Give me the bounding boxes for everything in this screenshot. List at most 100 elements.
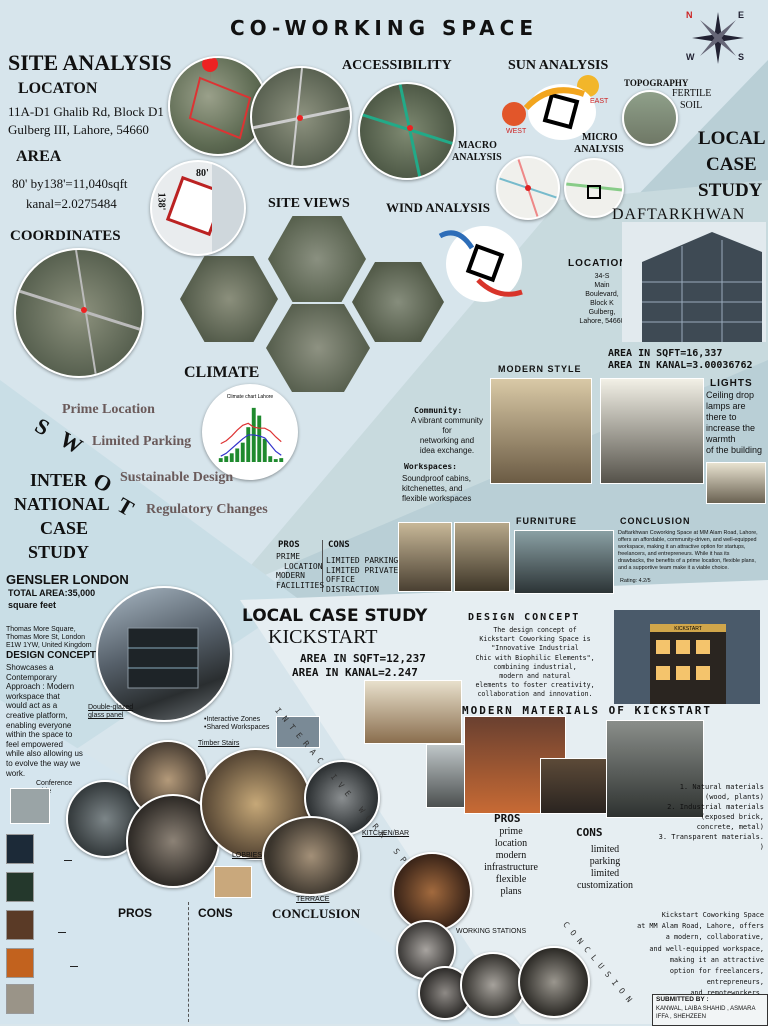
kick-building-photo: KICKSTART	[614, 610, 760, 704]
lights-line: warmth	[706, 434, 736, 444]
intl-pros-label: PROS	[118, 906, 153, 920]
concept-line: modern and natural	[499, 672, 571, 681]
local-heading-1: LOCAL	[698, 128, 766, 149]
palette-swatch-4	[6, 948, 34, 978]
macro-analysis-label: ANALYSIS	[452, 152, 502, 163]
site-dim-height: 138'	[155, 192, 167, 211]
climate-bar	[218, 458, 223, 462]
topography-photo	[622, 90, 678, 146]
daftar-rating: Rating: 4.2/5	[620, 578, 651, 584]
compass-s: S	[738, 52, 745, 62]
kick-interior-4	[540, 758, 608, 814]
palette-dash	[70, 966, 78, 967]
pros-item: plans	[500, 886, 522, 897]
daftar-location-label: LOCATION	[568, 258, 628, 269]
interactive-zones-label: •Interactive Zones	[204, 716, 261, 723]
pros-item: flexible	[495, 874, 527, 885]
cons-item: limited	[590, 868, 620, 879]
community-line: idea exchange.	[419, 446, 475, 455]
kick-concept-text: The design concept of Kickstart Coworkin…	[460, 626, 610, 700]
coordinates-map-photo	[14, 248, 144, 378]
palette-dash	[64, 860, 72, 861]
micro-map-photo	[564, 158, 624, 218]
material-item: 2. Industrial materials	[667, 803, 764, 811]
submitted-name-line: IFFA , SHEHZEEN	[656, 1014, 707, 1020]
lobbies-label: LOBBIES	[232, 852, 262, 859]
gensler-stairs-thumb	[214, 866, 252, 898]
climate-bar	[262, 438, 267, 462]
conclusion-line: a modern, collaborative,	[665, 933, 764, 942]
palette-swatch-5	[6, 984, 34, 1014]
sun-east: EAST	[590, 98, 609, 105]
concept-line: combining industrial,	[493, 662, 577, 671]
kick-building-sign: KICKSTART	[674, 626, 702, 632]
wind-analysis-label: WIND ANALYSIS	[386, 200, 490, 215]
area-label: AREA	[16, 148, 62, 165]
cons-item: customization	[576, 880, 634, 891]
concept-line: Chic with Biophilic Elements",	[475, 653, 595, 662]
concept-line: within the space to	[6, 730, 73, 740]
loc-line: Lahore, 54660	[579, 318, 625, 325]
workspaces-text: Soundproof cabins, kitchenettes, and fle…	[402, 474, 492, 504]
conference-photo	[10, 788, 50, 824]
micro-analysis-label: ANALYSIS	[574, 144, 624, 155]
conclusion-line: and well-equipped workspace,	[649, 944, 764, 953]
climate-bar	[224, 456, 229, 462]
lights-line: lamps are	[706, 401, 746, 411]
material-item: (exposed brick,	[700, 813, 764, 821]
kick-pros-list: prime location modern infrastructure fle…	[476, 826, 546, 898]
concept-line: would act as a	[6, 701, 58, 711]
site-views-label: SITE VIEWS	[268, 196, 350, 211]
swot-opportunity: Sustainable Design	[120, 470, 234, 485]
kick-conclusion-text: Kickstart Coworking Space at MM Alam Roa…	[596, 910, 764, 1000]
gensler-area-1: TOTAL AREA:35,000	[8, 588, 96, 598]
compass-icon	[692, 12, 744, 64]
kick-circle-1	[392, 852, 472, 932]
climate-label: CLIMATE	[184, 364, 260, 381]
concept-line: feel empowered	[6, 739, 63, 749]
site-analysis-heading: SITE ANALYSIS	[8, 50, 172, 75]
cons-item: limited	[590, 844, 620, 855]
lights-line: Ceiling drop	[706, 390, 755, 400]
cons-item: OFFICE	[326, 575, 355, 584]
daftar-building-photo	[622, 222, 766, 342]
material-item: 1. Natural materials	[679, 783, 764, 791]
climate-bar	[273, 459, 278, 462]
pros-item: modern	[495, 850, 527, 861]
daftar-pros-list: PRIME LOCATION MODERN FACILITIES	[276, 552, 324, 590]
intl-conclusion-label: CONCLUSION	[272, 906, 361, 921]
daftar-conclusion-label: CONCLUSION	[620, 516, 691, 526]
loc-line: 34-S	[594, 273, 610, 280]
kick-circle-4	[460, 952, 526, 1018]
daftar-name: DAFTARKHWAN	[612, 206, 746, 223]
kick-materials-label: MODERN MATERIALS OF KICKSTART	[462, 704, 713, 717]
concept-line: workspace that	[6, 691, 60, 701]
climate-bar	[240, 442, 245, 462]
loc-line: Block K	[590, 300, 614, 307]
conclusion-line: option for freelancers,	[669, 967, 764, 976]
submitted-name-line: KANWAL, LAIBA SHAHID , ASMARA	[656, 1006, 756, 1012]
gensler-address-line: Thomas More Square,	[6, 626, 76, 633]
lights-line: of the building	[706, 445, 763, 455]
gensler-address-line: Thomas More St, London	[6, 634, 85, 641]
kick-area-kanal: AREA IN KANAL=2.247	[292, 666, 418, 679]
kitchen-bar-label: KITCHEN/BAR	[362, 830, 410, 837]
material-item: 3. Transparent materials. )	[658, 833, 764, 851]
kick-cons-list: limited parking limited customization	[566, 844, 644, 892]
kick-name: KICKSTART	[268, 626, 378, 648]
material-item: (wood, plants)	[704, 793, 764, 801]
intl-heading-4: STUDY	[28, 542, 90, 562]
site-dim-width: 80'	[196, 168, 209, 179]
kick-area-sqft: AREA IN SQFT=12,237	[300, 652, 426, 665]
concept-line: Showcases a	[6, 663, 54, 672]
pros-cons-divider	[188, 902, 189, 1022]
gensler-terrace-photo	[262, 816, 360, 896]
concept-line: The design concept of	[493, 626, 577, 634]
kick-cons-label: CONS	[576, 826, 603, 839]
kick-interior-1	[364, 680, 462, 744]
concept-line: Kickstart Coworking Space is	[479, 635, 591, 644]
daftar-furniture-photo-3	[514, 530, 614, 594]
pros-item: MODERN	[276, 571, 305, 580]
swot-strength: Prime Location	[62, 402, 155, 417]
cons-item: LIMITED PRIVATE	[326, 565, 399, 575]
